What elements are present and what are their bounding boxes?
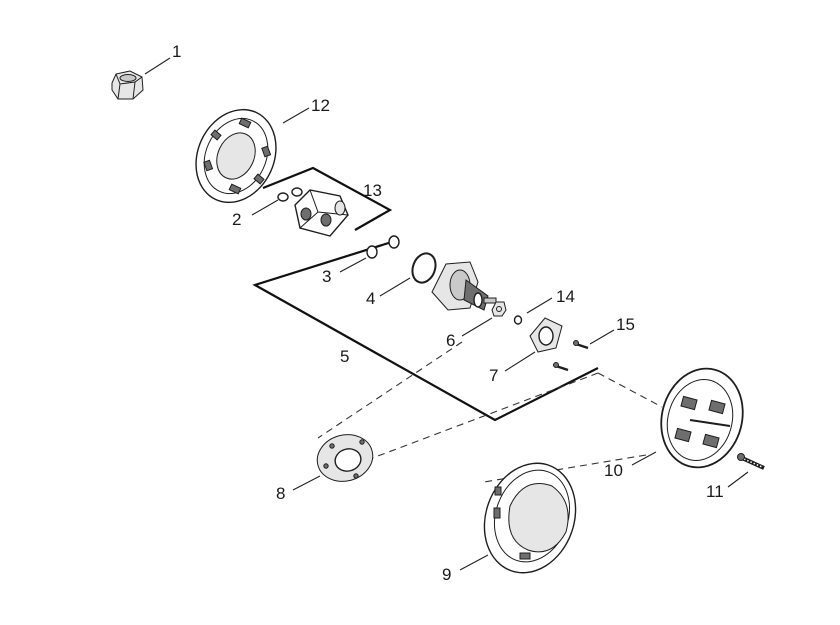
callout-6: 6 xyxy=(446,331,455,350)
callout-10: 10 xyxy=(604,461,623,480)
callout-4: 4 xyxy=(366,289,375,308)
callout-7: 7 xyxy=(489,366,498,385)
part-6-small-nut xyxy=(491,301,507,317)
leader-lines xyxy=(144,57,749,571)
callout-15: 15 xyxy=(616,315,635,334)
part-14-washer xyxy=(513,315,523,325)
part-3-o-rings xyxy=(366,235,400,259)
part-10-handle xyxy=(660,367,744,469)
part-11-handle-screw xyxy=(737,453,765,470)
callout-labels: 1 2 3 4 5 6 7 8 9 10 11 12 13 14 15 xyxy=(172,42,724,584)
assembly-frame-13 xyxy=(262,166,393,231)
part-13-valve-cartridge xyxy=(294,189,349,237)
callout-5: 5 xyxy=(340,347,349,366)
part-7-gasket-plate xyxy=(529,317,563,353)
part-4-large-o-ring xyxy=(411,252,437,284)
part-9-escutcheon xyxy=(483,462,577,574)
callout-14: 14 xyxy=(556,287,575,306)
part-1-hex-nut xyxy=(111,70,144,100)
callout-13: 13 xyxy=(363,181,382,200)
callout-1: 1 xyxy=(172,42,181,61)
callout-11: 11 xyxy=(706,482,724,501)
callout-12: 12 xyxy=(311,96,330,115)
part-15-screws xyxy=(553,340,589,372)
part-12-mounting-plate xyxy=(195,108,277,204)
assembly-frame-5 xyxy=(252,238,599,422)
valve-body-assembly xyxy=(431,261,497,311)
callout-9: 9 xyxy=(442,565,451,584)
callout-3: 3 xyxy=(322,267,331,286)
callout-2: 2 xyxy=(232,210,241,229)
part-2-o-rings xyxy=(277,187,303,202)
part-8-flange-ring xyxy=(316,434,374,482)
callout-8: 8 xyxy=(276,484,285,503)
